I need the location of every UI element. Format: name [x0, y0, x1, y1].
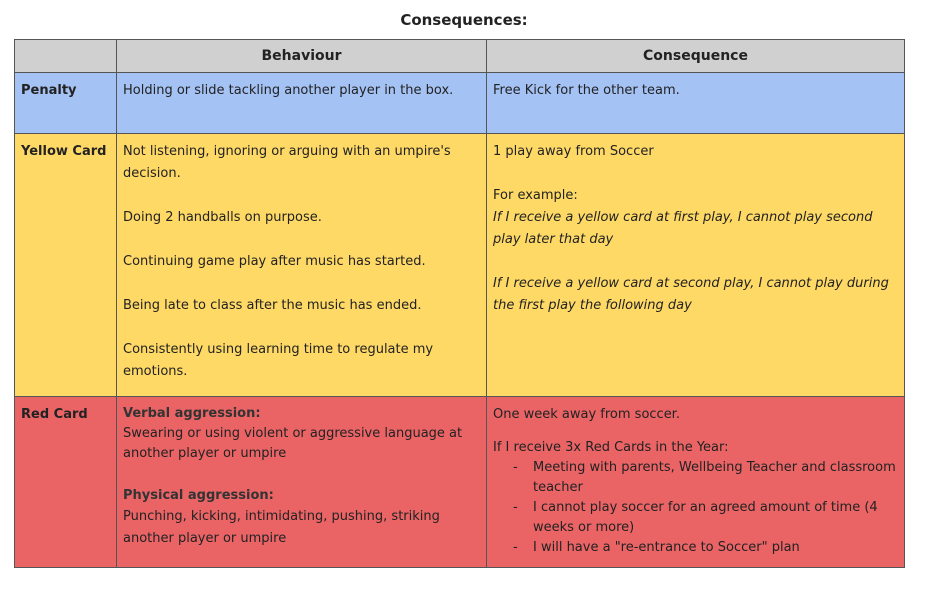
- penalty-consequence: Free Kick for the other team.: [486, 72, 905, 134]
- list-item: -Meeting with parents, Wellbeing Teacher…: [513, 460, 896, 495]
- table-row-red-card: Red Card Verbal aggression: Swearing or …: [14, 396, 905, 568]
- yellow-card-consequence: 1 play away from Soccer For example: If …: [486, 133, 905, 397]
- red-card-behaviours: Verbal aggression: Swearing or using vio…: [116, 396, 487, 568]
- penalty-label: Penalty: [14, 72, 117, 134]
- verbal-aggression-text: Swearing or using violent or aggressive …: [123, 426, 463, 461]
- yellow-card-label: Yellow Card: [14, 133, 117, 397]
- yellow-example-label: For example:: [493, 188, 578, 203]
- red-card-label: Red Card: [14, 396, 117, 568]
- red-consequence-main: One week away from soccer.: [493, 407, 680, 422]
- table-row-penalty: Penalty Holding or slide tackling anothe…: [14, 72, 905, 134]
- yellow-example-1: If I receive a yellow card at first play…: [493, 210, 873, 247]
- red-three-cards: If I receive 3x Red Cards in the Year:: [493, 440, 729, 455]
- table-header-row: Behaviour Consequence: [14, 39, 905, 73]
- yellow-behaviour-item: Consistently using learning time to regu…: [123, 342, 434, 379]
- list-item: -I will have a "re-entrance to Soccer" p…: [513, 540, 800, 555]
- header-behaviour: Behaviour: [116, 39, 487, 73]
- yellow-behaviour-item: Continuing game play after music has sta…: [123, 254, 426, 269]
- penalty-behaviour: Holding or slide tackling another player…: [116, 72, 487, 134]
- header-consequence: Consequence: [486, 39, 905, 73]
- red-consequence-list: -Meeting with parents, Wellbeing Teacher…: [493, 458, 898, 558]
- table-row-yellow-card: Yellow Card Not listening, ignoring or a…: [14, 133, 905, 397]
- yellow-behaviour-item: Doing 2 handballs on purpose.: [123, 210, 322, 225]
- red-card-consequence: One week away from soccer. If I receive …: [486, 396, 905, 568]
- verbal-aggression-title: Verbal aggression:: [123, 406, 261, 421]
- yellow-behaviour-item: Being late to class after the music has …: [123, 298, 422, 313]
- consequences-table: Behaviour Consequence Penalty Holding or…: [14, 39, 905, 568]
- page-title: Consequences:: [400, 11, 528, 29]
- yellow-card-behaviours: Not listening, ignoring or arguing with …: [116, 133, 487, 397]
- yellow-example-2: If I receive a yellow card at second pla…: [493, 276, 889, 313]
- yellow-consequence-main: 1 play away from Soccer: [493, 144, 654, 159]
- header-empty: [14, 39, 117, 73]
- physical-aggression-title: Physical aggression:: [123, 488, 274, 503]
- physical-aggression-text: Punching, kicking, intimidating, pushing…: [123, 509, 440, 546]
- yellow-behaviour-item: Not listening, ignoring or arguing with …: [123, 144, 451, 181]
- list-item: -I cannot play soccer for an agreed amou…: [513, 500, 878, 535]
